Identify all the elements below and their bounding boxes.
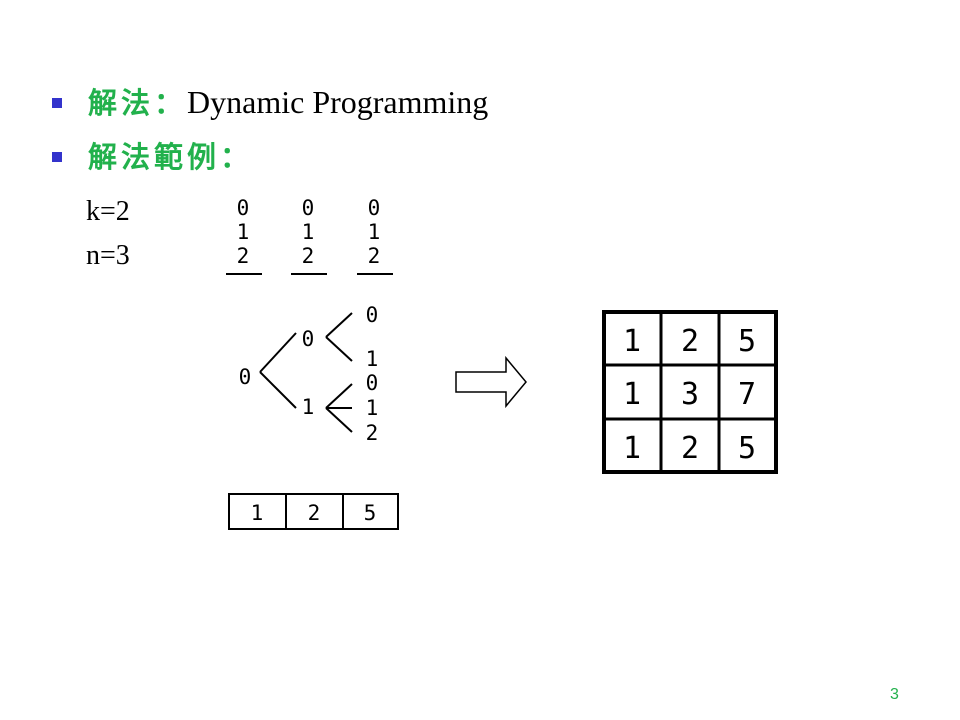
result-row: 1 2 5 [228, 493, 399, 530]
tree-node-upper: 0 [302, 327, 315, 351]
tree-edge-lower-bottom [325, 407, 353, 433]
column-1-digit-2: 1 [237, 220, 250, 244]
tree-leaf-upper-1: 0 [366, 303, 379, 327]
bullet-marker-1 [52, 98, 62, 108]
result-row-cell-3: 5 [364, 501, 377, 525]
result-grid: 1 2 5 1 3 7 1 2 5 [602, 310, 778, 474]
tree-leaf-upper-2: 1 [366, 347, 379, 371]
bullet-1-text: Dynamic Programming [187, 84, 489, 120]
tree-edge-upper-bottom [325, 336, 353, 362]
bullet-line-2: 解法範例： [88, 136, 253, 177]
tree-edge-upper-top [325, 312, 353, 338]
tree-root: 0 [239, 365, 252, 389]
column-2-digit-2: 1 [302, 220, 315, 244]
grid-cell-2-3: 7 [738, 377, 756, 412]
column-1-digit-3: 2 [237, 244, 250, 268]
grid-cell-2-2: 3 [681, 377, 699, 412]
bullet-1-label: 解法： [88, 86, 188, 120]
param-k: k=2 [86, 196, 130, 227]
param-n: n=3 [86, 240, 130, 271]
column-2-digit-1: 0 [302, 196, 315, 220]
bullet-2-label: 解法範例： [88, 140, 254, 174]
grid-cell-3-1: 1 [623, 431, 641, 466]
grid-cell-3-3: 5 [738, 431, 756, 466]
tree-leaf-lower-3: 2 [366, 421, 379, 445]
grid-cell-1-3: 5 [738, 324, 756, 359]
column-3-digit-2: 1 [368, 220, 381, 244]
column-1-digit-1: 0 [237, 196, 250, 220]
grid-cell-2-1: 1 [623, 377, 641, 412]
digit-columns: 0 1 2 0 1 2 0 1 2 [226, 196, 393, 275]
tree-leaf-lower-1: 0 [366, 371, 379, 395]
tree-edge-lower-top [325, 383, 353, 409]
grid-cell-1-2: 2 [681, 324, 699, 359]
branch-tree: 0 0 1 0 1 0 1 2 [239, 303, 379, 445]
grid-cell-3-2: 2 [681, 431, 699, 466]
tree-node-lower: 1 [302, 395, 315, 419]
column-3-digit-1: 0 [368, 196, 381, 220]
grid-frame [602, 310, 778, 474]
page-number: 3 [890, 686, 899, 703]
tree-edge-root-upper [259, 332, 297, 373]
result-row-cell-1: 1 [251, 501, 264, 525]
tree-leaf-lower-2: 1 [366, 396, 379, 420]
tree-edge-root-lower [259, 371, 297, 409]
result-row-cell-2: 2 [308, 501, 321, 525]
bullet-line-1: 解法：Dynamic Programming [88, 82, 488, 123]
column-3-digit-3: 2 [368, 244, 381, 268]
bullet-marker-2 [52, 152, 62, 162]
grid-cell-1-1: 1 [623, 324, 641, 359]
column-2-digit-3: 2 [302, 244, 315, 268]
result-row-frame [228, 493, 399, 530]
right-arrow-icon [455, 355, 527, 409]
